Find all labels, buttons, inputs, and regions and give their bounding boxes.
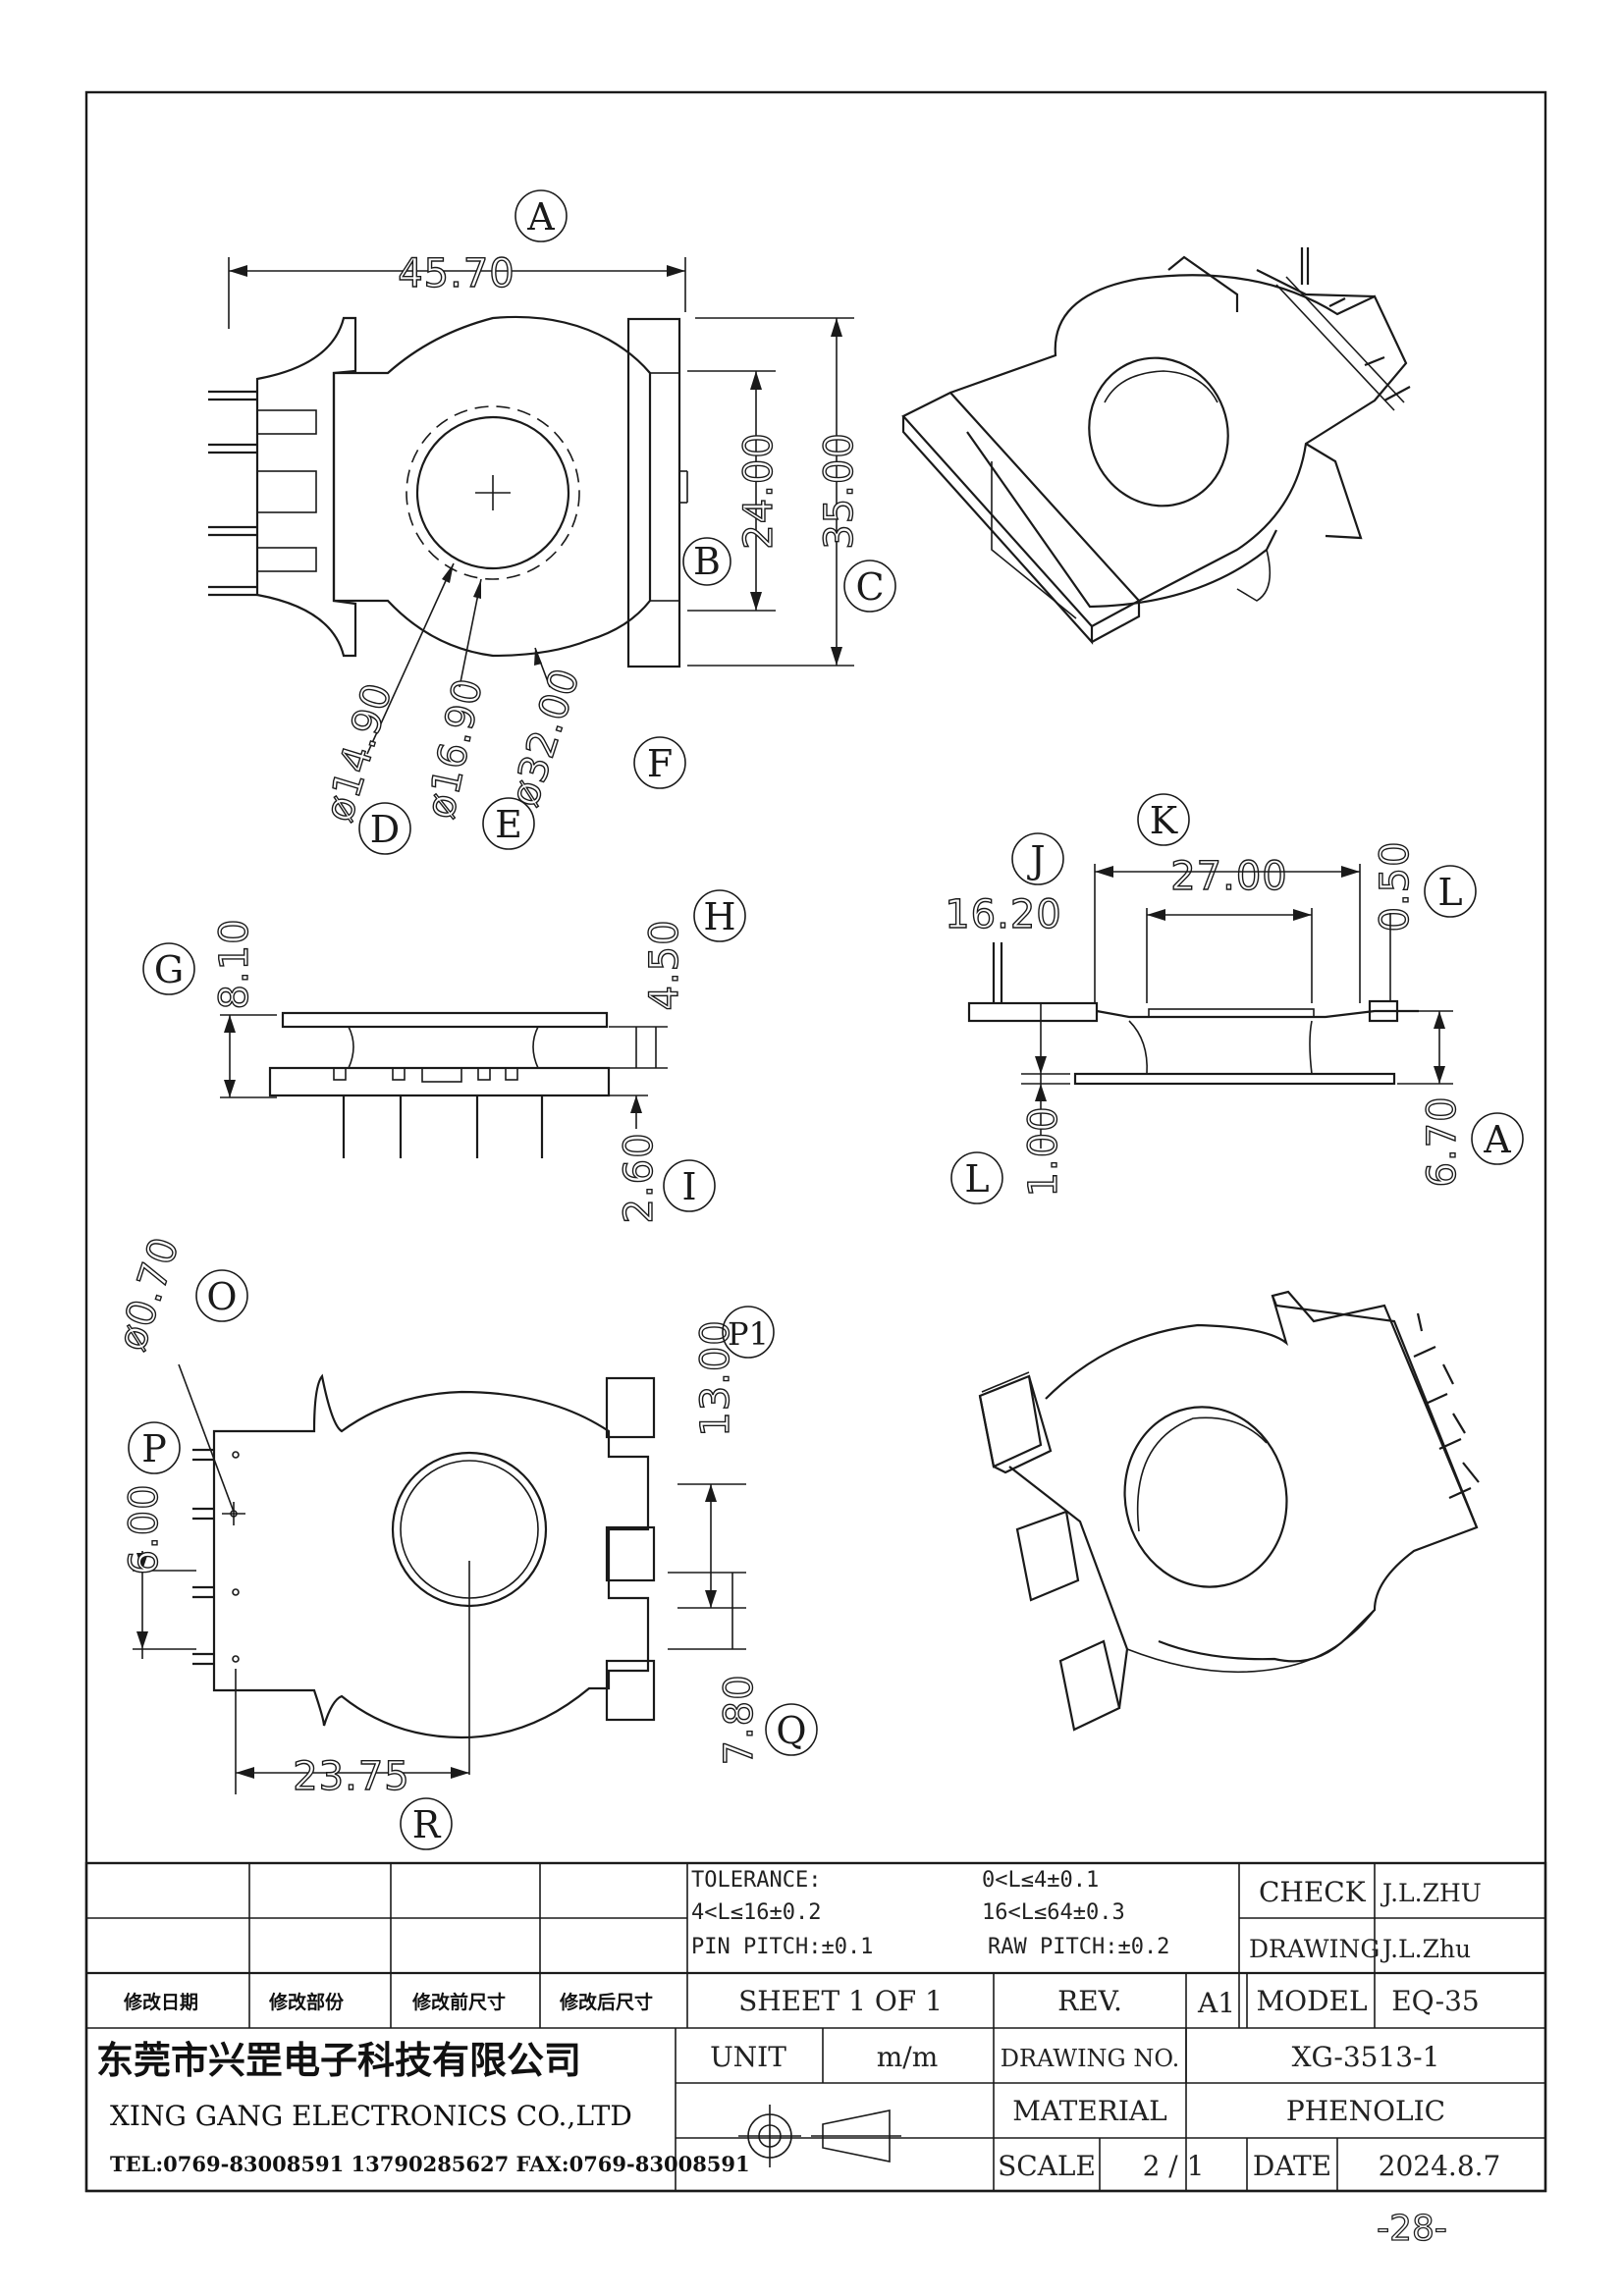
tolerance-range-3: 16<L≤64±0.3 [982,1900,1125,1925]
dim-height-h: 4.50 [642,919,687,1010]
dim-k: 27.00 [1170,854,1288,899]
dim-height-g: 8.10 [212,918,257,1009]
bottom-view: ø0.70 O P 6.00 13.00 P1 [109,1231,818,1850]
dim-l-top: 0.50 [1373,840,1418,932]
dim-dia-e: ø16.90 [418,674,492,823]
dim-dia-f: ø32.00 [502,663,589,812]
isometric-view-1 [901,247,1411,645]
dim-width-a: 45.70 [398,251,515,296]
rev-before-header: 修改前尺寸 [411,1991,506,2013]
callout-a-side: A [1483,1118,1511,1161]
material-label: MATERIAL [1012,2095,1166,2127]
check-value: J.L.ZHU [1380,1879,1482,1907]
drawing-value: J.L.Zhu [1380,1935,1471,1963]
date-label: DATE [1253,2150,1331,2182]
callout-k: K [1150,799,1178,842]
isometric-view-2 [978,1290,1480,1732]
rev-date-header: 修改日期 [123,1991,198,2013]
callout-o: O [206,1275,237,1318]
callout-l-top: L [1437,871,1462,914]
callout-h: H [703,895,735,938]
rev-value: A1 [1197,1987,1235,2019]
rev-label: REV. [1057,1985,1122,2017]
drawing-no-value: XG-3513-1 [1292,2041,1440,2073]
callout-g: G [154,948,184,991]
dim-dia-d: ø14.90 [316,677,401,827]
company-name-cn: 东莞市兴罡电子科技有限公司 [96,2039,581,2082]
dim-pin-pitch-p: 6.00 [122,1483,167,1575]
tolerance-range-1: 0<L≤4±0.1 [982,1868,1099,1893]
front-view: G 8.10 4.50 H 2.60 I [142,889,746,1224]
sheet-info: SHEET 1 OF 1 [738,1985,943,2017]
unit-value: m/m [877,2041,939,2073]
callout-p: P [141,1427,167,1470]
dim-height-c: 35.00 [817,432,862,550]
dim-q: 7.80 [717,1674,762,1765]
tolerance-label: TOLERANCE: [691,1868,821,1893]
callout-d: D [370,808,400,851]
material-value: PHENOLIC [1286,2095,1445,2127]
callout-l-bottom: L [964,1157,989,1201]
rev-part-header: 修改部份 [268,1991,345,2013]
model-label: MODEL [1256,1985,1367,2017]
callout-p1: P1 [728,1315,769,1353]
callout-j: J [1026,838,1045,881]
callout-i: I [681,1165,696,1208]
pin-pitch: PIN PITCH:±0.1 [691,1935,873,1959]
title-block: TOLERANCE: 0<L≤4±0.1 4<L≤16±0.2 16<L≤64±… [84,1861,1547,2193]
dim-pin-dia-o: ø0.70 [109,1232,188,1357]
tolerance-range-2: 4<L≤16±0.2 [691,1900,821,1925]
dim-a-side: 6.70 [1420,1095,1465,1187]
date-value: 2024.8.7 [1379,2150,1501,2182]
projection-symbol [738,2105,901,2167]
side-view: J K 16.20 27.00 0.50 L 1.00 [945,793,1524,1204]
callout-e: E [495,803,522,846]
callout-r: R [412,1803,442,1846]
callout-q: Q [776,1709,806,1752]
raw-pitch: RAW PITCH:±0.2 [988,1935,1169,1959]
drawing-label: DRAWING [1249,1935,1380,1963]
top-view: A 45.70 24.00 [208,189,896,855]
callout-a: A [526,195,555,239]
model-value: EQ-35 [1391,1985,1480,2017]
company-name-en: XING GANG ELECTRONICS CO.,LTD [110,2100,632,2132]
scale-label: SCALE [998,2150,1096,2182]
dim-height-b: 24.00 [736,432,782,550]
callout-b: B [693,540,721,583]
check-label: CHECK [1259,1876,1367,1908]
dim-r: 23.75 [293,1754,410,1799]
dim-l-bottom: 1.00 [1021,1105,1066,1197]
unit-label: UNIT [710,2041,786,2073]
dim-p1: 13.00 [693,1319,738,1437]
callout-f: F [647,742,673,785]
dim-j: 16.20 [945,892,1062,937]
scale-value: 2 / 1 [1143,2150,1205,2182]
page-number: -28- [1377,2209,1447,2249]
callout-c: C [855,565,884,609]
company-contact: TEL:0769-83008591 13790285627 FAX:0769-8… [110,2152,750,2176]
rev-after-header: 修改后尺寸 [559,1991,653,2013]
drawing-no-label: DRAWING NO. [1001,2045,1180,2072]
dim-height-i: 2.60 [617,1132,662,1223]
